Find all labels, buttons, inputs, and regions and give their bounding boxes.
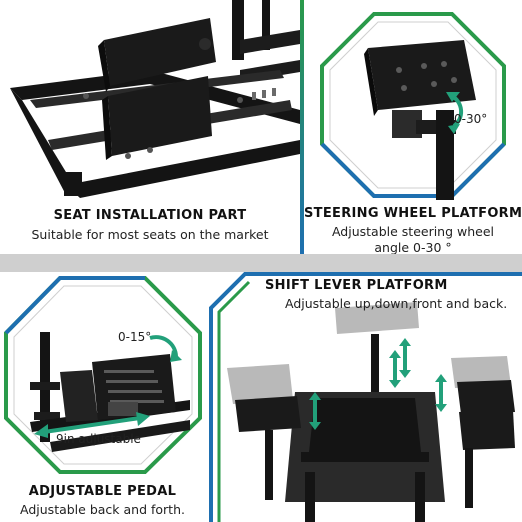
seat-panel: SEAT INSTALLATION PART Suitable for most… [0,0,300,254]
steering-octagon-frame [320,12,506,200]
pedal-distance-label: 9in adjustable [56,432,141,446]
shifter-title: SHIFT LEVER PLATFORM [265,278,448,293]
horizontal-divider [0,254,522,272]
seat-subtitle: Suitable for most seats on the market [31,227,269,242]
shifter-panel: SHIFT LEVER PLATFORM Adjustable up,down,… [205,272,522,522]
seat-frame-illustration [10,0,300,198]
steering-panel: 0-30° STEERING WHEEL PLATFORM Adjustable… [304,0,522,254]
pedal-subtitle: Adjustable back and forth. [20,502,185,517]
steering-subtitle-line2: angle 0-30 ° [374,240,452,254]
pedal-angle-label: 0-15° [118,330,152,344]
steering-subtitle-line1: Adjustable steering wheel [331,224,495,239]
pedal-octagon-frame [3,276,202,474]
shifter-frame [209,272,522,522]
steering-angle-label: 0-30° [454,112,488,126]
steering-title: STEERING WHEEL PLATFORM [304,206,522,221]
vertical-divider [300,0,304,254]
pedal-panel: 0-15° 9in adjustable ADJUSTABLE PEDAL Ad… [0,272,205,522]
seat-title: SEAT INSTALLATION PART [53,208,247,223]
shifter-subtitle: Adjustable up,down,front and back. [285,296,508,311]
pedal-title: ADJUSTABLE PEDAL [28,484,177,499]
